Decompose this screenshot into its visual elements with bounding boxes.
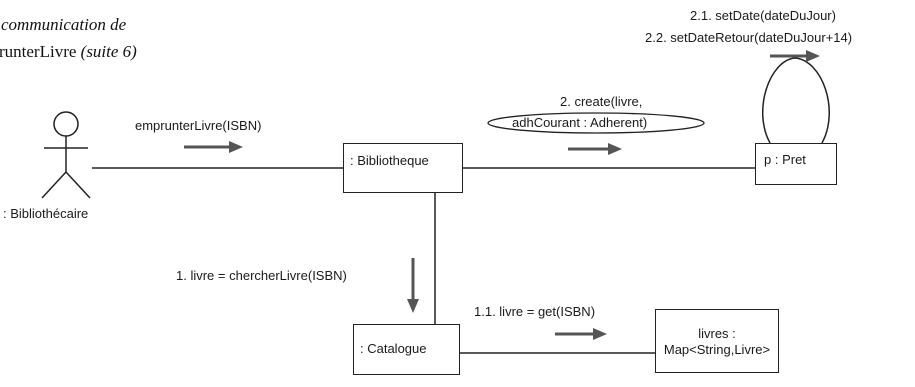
arrow-setdate [770,50,820,62]
message-create-line2: adhCourant : Adherent) [512,115,648,130]
create-message-oval [487,112,705,134]
actor-label: : Bibliothécaire [3,206,89,221]
arrow-create [568,143,622,155]
object-catalogue[interactable]: : Catalogue [353,324,460,375]
message-setdate: 2.1. setDate(dateDuJour) [690,8,836,23]
title-operation-name: runterLivre [0,42,77,61]
object-livres[interactable]: livres : Map<String,Livre> [655,309,779,373]
arrow-chercher [407,258,419,313]
object-bibliotheque-label: : Bibliotheque [350,153,429,168]
object-livres-label-line2: Map<String,Livre> [663,342,771,357]
figure-title-line2: runterLivre (suite 6) [0,42,137,62]
object-pret-label: p : Pret [764,152,806,167]
message-create-line1: 2. create(livre, [560,94,643,109]
message-emprunter: emprunterLivre(ISBN) [135,118,262,133]
figure-title-line1: communication de [1,15,126,35]
message-setdateretour: 2.2. setDateRetour(dateDuJour+14) [645,30,853,45]
object-bibliotheque[interactable]: : Bibliotheque [343,143,463,193]
title-suffix: (suite 6) [80,42,137,61]
arrow-emprunter [184,141,243,153]
message-chercher: 1. livre = chercherLivre(ISBN) [176,268,347,283]
actor-figure [41,111,91,199]
object-pret[interactable]: p : Pret [755,143,837,185]
title-prefix: communication de [1,15,127,34]
object-catalogue-label: : Catalogue [360,341,427,356]
self-link-loop [761,57,830,144]
message-get: 1.1. livre = get(ISBN) [474,304,596,319]
object-livres-label-line1: livres : [698,326,736,341]
arrow-get [555,328,607,340]
